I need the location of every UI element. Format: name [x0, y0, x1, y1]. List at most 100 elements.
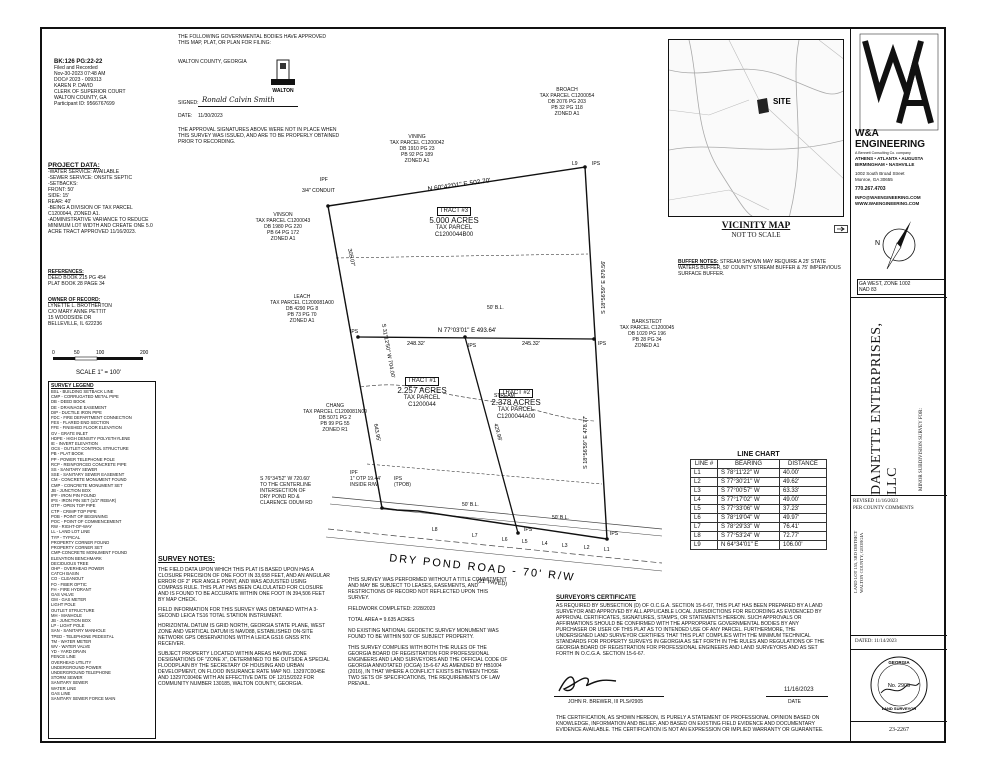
owner-of-record: OWNER OF RECORD: LYNETTE L. BROTHERTON C…: [48, 297, 166, 327]
building-line: [366, 463, 603, 485]
walton-seal-text: WALTON: [272, 88, 294, 94]
survey-note-paragraph: THE FIELD DATA UPON WHICH THIS PLAT IS B…: [158, 567, 330, 603]
tract-boundary: [327, 166, 608, 540]
tract-1-label: TRACT #1 2.257 ACRES TAX PARCEL C1200044: [388, 377, 456, 409]
tract3-south-line: [357, 336, 595, 340]
pob-note: IPF 1" OTP 19.44' INSIDE R/W: [350, 470, 381, 488]
line-chart-cell: L7: [690, 522, 718, 532]
mid-east-bearing: S 18°56'59" E 478.77': [583, 416, 589, 469]
legend-item: GV - GRATE INLET: [51, 430, 88, 436]
legend-item: TPED - TELEPHONE PEDESTAL: [51, 633, 114, 639]
legend-item: JB - JUNCTION BOX: [51, 617, 91, 623]
firm-email: INFO@WAENGINEERING.COM: [855, 195, 921, 200]
conduit-label: 3/4" CONDUIT: [302, 188, 335, 194]
recording-line: Nov-30-2023 07:48 AM: [54, 71, 106, 77]
legend-item: CMP - CORRUGATED METAL PIPE: [51, 394, 119, 400]
tract-1-area: 2.257 ACRES: [397, 386, 447, 395]
scale-bar: 0 50 100 200 SCALE 1" = 100': [52, 350, 149, 376]
dist-429: 429.99': [492, 423, 502, 442]
legend-item: HDPE - HIGH DENSITY POLYETHYLENE: [51, 435, 131, 441]
buffer-notes-title: BUFFER NOTES:: [678, 259, 719, 265]
plat-drawing: IPF 3/4" CONDUIT IPS N 60°42'01" E 502.7…: [302, 161, 662, 588]
legend-item: YD - YARD DRAIN: [51, 649, 86, 655]
recording-line: CLERK OF SUPERIOR COURT: [54, 89, 126, 95]
signature-rule: [554, 696, 664, 697]
ips-label: IPS: [350, 329, 359, 335]
surveyor-name: JOHN R. BREWER, III PLS#2905: [568, 699, 644, 705]
adjoiner-chang: CHANG TAX PARCEL C1200081N00 DB 5071 PG …: [303, 403, 367, 433]
legend-item: JB - JUNCTION BOX: [51, 487, 91, 493]
legend-item: UNDERGROUND TELEPHONE: [51, 669, 111, 675]
legend-item: STORM SEWER: [51, 675, 83, 681]
tract-2-line1: TAX PARCEL: [497, 407, 535, 413]
recording-line: KAREN P. DAVID: [54, 83, 93, 89]
legend-item: DIP - DUCTILE IRON PIPE: [51, 409, 102, 415]
project-data-lines: -WATER SERVICE: AVAILABLE -SEWER SERVICE…: [48, 169, 153, 235]
line-label: L2: [584, 545, 590, 551]
legend-item: WV - WATER VALVE: [51, 643, 91, 649]
road-edge: [331, 496, 662, 530]
legend-item: OVERHEAD UTILITY: [51, 659, 92, 665]
surveyor-seal-icon: GEORGIA No. 2905 LAND SURVEYOR: [870, 656, 928, 714]
tract-1-line1: TAX PARCEL: [403, 395, 441, 401]
legend-item: IPF - IRON PIN FOUND: [51, 493, 96, 499]
legend-item: WATER LINE: [51, 685, 77, 691]
adjoiner-barkstedt: BARKSTEDT TAX PARCEL C1200045 DB 1020 PG…: [619, 319, 675, 349]
legend-item: DB - DEED BOOK: [51, 399, 86, 405]
tract-2-title: TRACT #2: [498, 389, 534, 398]
divider: [851, 495, 947, 496]
site-label: SITE: [773, 97, 791, 106]
general-note: THIS SURVEY WAS PERFORMED WITHOUT A TITL…: [348, 577, 507, 601]
recording-line: DOC# 2023 - 009313: [54, 77, 102, 83]
line-chart-cell: L5: [690, 504, 718, 514]
line-chart-cell: N 64°34'01" E: [717, 540, 780, 550]
project-data-title: PROJECT DATA:: [48, 162, 100, 169]
legend-item: FENCE LINE: [51, 654, 76, 660]
legend-item: MH - MANHOLE: [51, 612, 82, 618]
line-chart-header: LINE # BEARING DISTANCE: [690, 459, 827, 469]
wa-logo-icon: [859, 33, 939, 131]
surveyor-date-label: DATE: [788, 699, 801, 705]
line-chart-cell: 49.62': [779, 477, 827, 487]
line-chart-cell: 37.23': [779, 504, 827, 514]
line-chart-cell: S 77°53'24" W: [717, 531, 780, 541]
tract-3-line1: TAX PARCEL: [435, 225, 473, 231]
line-label: L7: [472, 533, 478, 539]
building-line: [335, 253, 589, 259]
approval-signature: Ronald Calvin Smith: [202, 96, 275, 104]
legend-item: TYP - TYPICAL: [51, 534, 81, 540]
line-label: L6: [502, 537, 508, 543]
owner-title: OWNER OF RECORD:: [48, 297, 101, 303]
tract-2-area: 2.378 ACRES: [491, 398, 541, 407]
legend-item: CTP - CRIMP TOP PIPE: [51, 508, 97, 514]
line-label: L4: [542, 541, 548, 547]
survey-note-paragraph: FIELD INFORMATION FOR THIS SURVEY WAS OB…: [158, 607, 318, 619]
adjoiner-vining: VINING TAX PARCEL C1200042 DB 1910 PG 23…: [389, 134, 445, 164]
firm-address-1: 1002 South Broad Street: [855, 171, 905, 176]
title-block: W&A ENGINEERING A Bennett Consulting Co.…: [850, 29, 947, 741]
tpob-note: IPS (TPOB): [394, 476, 411, 488]
line-chart-cell: L1: [690, 468, 718, 478]
line-chart-cell: L4: [690, 495, 718, 505]
tract-3-area: 5.000 ACRES: [429, 216, 479, 225]
legend-item: CMP-CONCRETE MONUMENT FOUND: [51, 550, 127, 556]
firm-name-1: W&A: [855, 128, 879, 139]
legend-item: RW - RIGHT-OF-WAY: [51, 524, 93, 530]
line-chart-cell: L8: [690, 531, 718, 541]
owner-lines: LYNETTE L. BROTHERTON C/O MARY ANNE PETT…: [48, 303, 112, 327]
divider: [851, 721, 947, 722]
vicinity-roads: SITE: [669, 40, 843, 216]
road-edge: [327, 528, 662, 564]
tract-3-label: TRACT #3 5.000 ACRES TAX PARCEL C1200044…: [420, 207, 488, 239]
buffer-notes-text: STREAM SHOWN MAY REQUIRE A 25' STATE WAT…: [678, 259, 841, 277]
references: REFERENCES: DEED BOOK 215 PG 454 PLAT BO…: [48, 269, 166, 287]
tract-divider: [464, 336, 519, 534]
tract-1-line2: C1200044: [408, 402, 436, 408]
line-chart-cell: 106.00': [779, 540, 827, 550]
legend-item: OCS - OUTLET CONTROL STRUCTURE: [51, 446, 129, 452]
legend-item: FES - FLARED END SECTION: [51, 420, 110, 426]
